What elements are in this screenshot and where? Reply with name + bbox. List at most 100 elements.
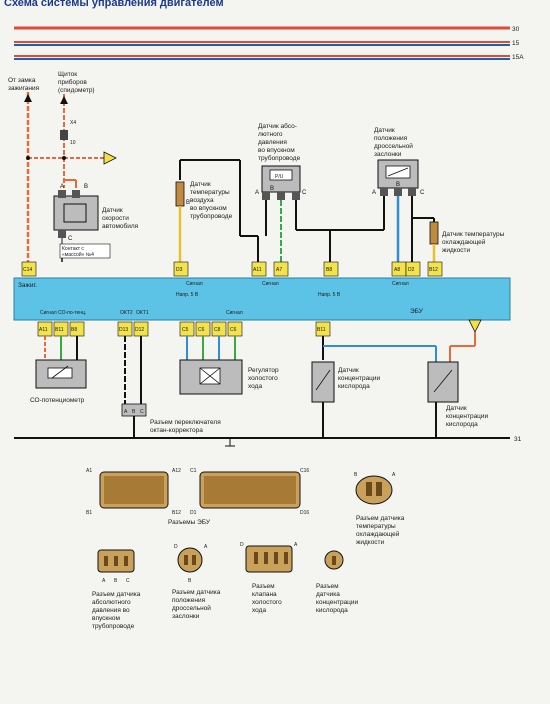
svg-text:C14: C14 bbox=[23, 267, 32, 273]
svg-text:A: A bbox=[124, 409, 128, 415]
svg-text:B: B bbox=[354, 472, 358, 478]
svg-text:трубопроводе: трубопроводе bbox=[92, 622, 135, 630]
svg-text:A1: A1 bbox=[86, 468, 92, 474]
svg-text:A: A bbox=[204, 544, 208, 550]
svg-text:A: A bbox=[255, 190, 259, 196]
svg-text:трубопроводе: трубопроводе bbox=[258, 154, 301, 162]
svg-text:охлаждающей: охлаждающей bbox=[442, 238, 486, 246]
map-sensor: P/U A B C bbox=[255, 165, 307, 200]
svg-text:B8: B8 bbox=[71, 327, 77, 333]
svg-text:B11: B11 bbox=[55, 327, 64, 333]
co-potentiometer bbox=[35, 359, 87, 389]
svg-text:B: B bbox=[186, 200, 190, 206]
svg-text:(спидометр): (спидометр) bbox=[58, 87, 95, 94]
svg-text:C: C bbox=[140, 409, 144, 415]
svg-text:Сигнал: Сигнал bbox=[226, 310, 243, 316]
junction-1b-icon bbox=[468, 319, 482, 333]
ecu-bottom-pins: A11 B11 B8 D13 D12 C5 C6 C8 C6 B11 bbox=[37, 321, 331, 337]
svg-text:A: A bbox=[392, 472, 396, 478]
rail-15a-label: 15A bbox=[512, 54, 524, 61]
svg-text:дроссельной: дроссельной bbox=[172, 604, 211, 612]
svg-text:A: A bbox=[60, 184, 64, 190]
svg-text:A11: A11 bbox=[39, 327, 48, 333]
svg-text:C: C bbox=[68, 236, 73, 242]
o2-a-label: Датчик bbox=[338, 367, 359, 374]
svg-text:A: A bbox=[102, 578, 106, 584]
speed-sensor-label: Датчик bbox=[102, 207, 123, 214]
svg-text:положения: положения bbox=[374, 135, 408, 142]
tps-sensor-label: Датчик bbox=[374, 127, 395, 134]
page-title: Схема системы управления двигателем bbox=[4, 0, 224, 9]
idle-valve-connector bbox=[245, 545, 293, 573]
svg-text:A: A bbox=[372, 190, 376, 196]
svg-text:дроссельной: дроссельной bbox=[374, 142, 413, 150]
co-pot-label: СО-потенциометр bbox=[30, 397, 85, 404]
svg-text:автомобиля: автомобиля bbox=[102, 222, 139, 230]
svg-text:положения: положения bbox=[172, 597, 206, 604]
svg-text:хода: хода bbox=[248, 383, 262, 390]
air-temp-label: Датчик bbox=[190, 181, 211, 188]
svg-text:воздуха: воздуха bbox=[190, 197, 214, 204]
coolant-connector bbox=[355, 475, 393, 505]
o2-b-label: Датчик bbox=[446, 405, 467, 412]
svg-text:A: A bbox=[294, 542, 298, 548]
svg-text:D16: D16 bbox=[300, 510, 309, 516]
map-connector-caption: Разъем датчика bbox=[92, 591, 141, 598]
svg-text:B: B bbox=[84, 184, 88, 190]
svg-text:B: B bbox=[114, 578, 118, 584]
svg-text:охлаждающей: охлаждающей bbox=[356, 530, 400, 538]
map-connector bbox=[97, 549, 135, 573]
svg-text:B11: B11 bbox=[317, 327, 326, 333]
svg-text:трубопроводе: трубопроводе bbox=[190, 212, 233, 220]
svg-text:во впускном: во впускном bbox=[258, 147, 295, 154]
coolant-sensor-label: Датчик температуры bbox=[442, 231, 505, 238]
coolant-temp-sensor bbox=[429, 221, 439, 245]
map-symbol: P/U bbox=[275, 174, 284, 180]
svg-text:C16: C16 bbox=[300, 468, 309, 474]
ecu-co-label: Сигнал СО-по-тенц. bbox=[40, 310, 86, 316]
ecu-name: ЭБУ bbox=[410, 308, 424, 315]
svg-text:жидкости: жидкости bbox=[442, 247, 471, 254]
idle-reg-label: Регулятор bbox=[248, 367, 279, 374]
dashboard-label: Щиток bbox=[58, 71, 77, 78]
junction-1-icon bbox=[103, 151, 117, 165]
svg-text:заслонки: заслонки bbox=[172, 613, 200, 620]
svg-text:C8: C8 bbox=[214, 327, 221, 333]
rail-30-label: 30 bbox=[512, 26, 520, 33]
o2-connector bbox=[324, 550, 344, 570]
svg-text:C6: C6 bbox=[230, 327, 237, 333]
svg-text:холостого: холостого bbox=[248, 375, 278, 382]
svg-text:B8: B8 bbox=[326, 267, 332, 273]
svg-text:A8: A8 bbox=[394, 267, 400, 273]
ecu-connectors: A1 A12 B1 B12 C1 C16 D1 D16 bbox=[86, 468, 309, 516]
wire10-label: 10 bbox=[70, 140, 76, 146]
ecu-oct2: ОКТ2 bbox=[120, 310, 133, 316]
svg-text:датчика: датчика bbox=[316, 591, 340, 598]
svg-text:A7: A7 bbox=[276, 267, 282, 273]
svg-text:концентрации: концентрации bbox=[316, 599, 359, 606]
ignition-switch-label: От замка bbox=[8, 77, 36, 84]
svg-text:D13: D13 bbox=[119, 327, 128, 333]
svg-text:D: D bbox=[174, 544, 178, 550]
svg-text:температуры: температуры bbox=[190, 189, 230, 196]
svg-text:Сигнал: Сигнал bbox=[262, 281, 279, 287]
svg-text:кислорода: кислорода bbox=[446, 421, 478, 428]
svg-text:B12: B12 bbox=[172, 510, 181, 516]
tps-sensor: A B C bbox=[372, 159, 425, 196]
svg-text:впускном: впускном bbox=[92, 615, 120, 622]
svg-text:кислорода: кислорода bbox=[338, 383, 370, 390]
rail-15-label: 15 bbox=[512, 40, 520, 47]
svg-text:C1: C1 bbox=[190, 468, 197, 474]
air-temp-sensor bbox=[175, 181, 185, 207]
ecu-top-pins: C14 D3 A11 A7 B8 A8 D2 B12 bbox=[21, 261, 443, 277]
octane-label: Разъем переключателя bbox=[150, 419, 221, 426]
svg-text:абсолютного: абсолютного bbox=[92, 598, 131, 606]
svg-text:давления во: давления во bbox=[92, 607, 130, 614]
svg-text:C: C bbox=[302, 190, 307, 196]
ground-label: 31 bbox=[514, 436, 522, 443]
svg-text:B1: B1 bbox=[86, 510, 92, 516]
idle-regulator bbox=[179, 359, 243, 395]
coolant-connector-caption: Разъем датчика bbox=[356, 515, 405, 522]
svg-text:приборов: приборов bbox=[58, 78, 87, 86]
